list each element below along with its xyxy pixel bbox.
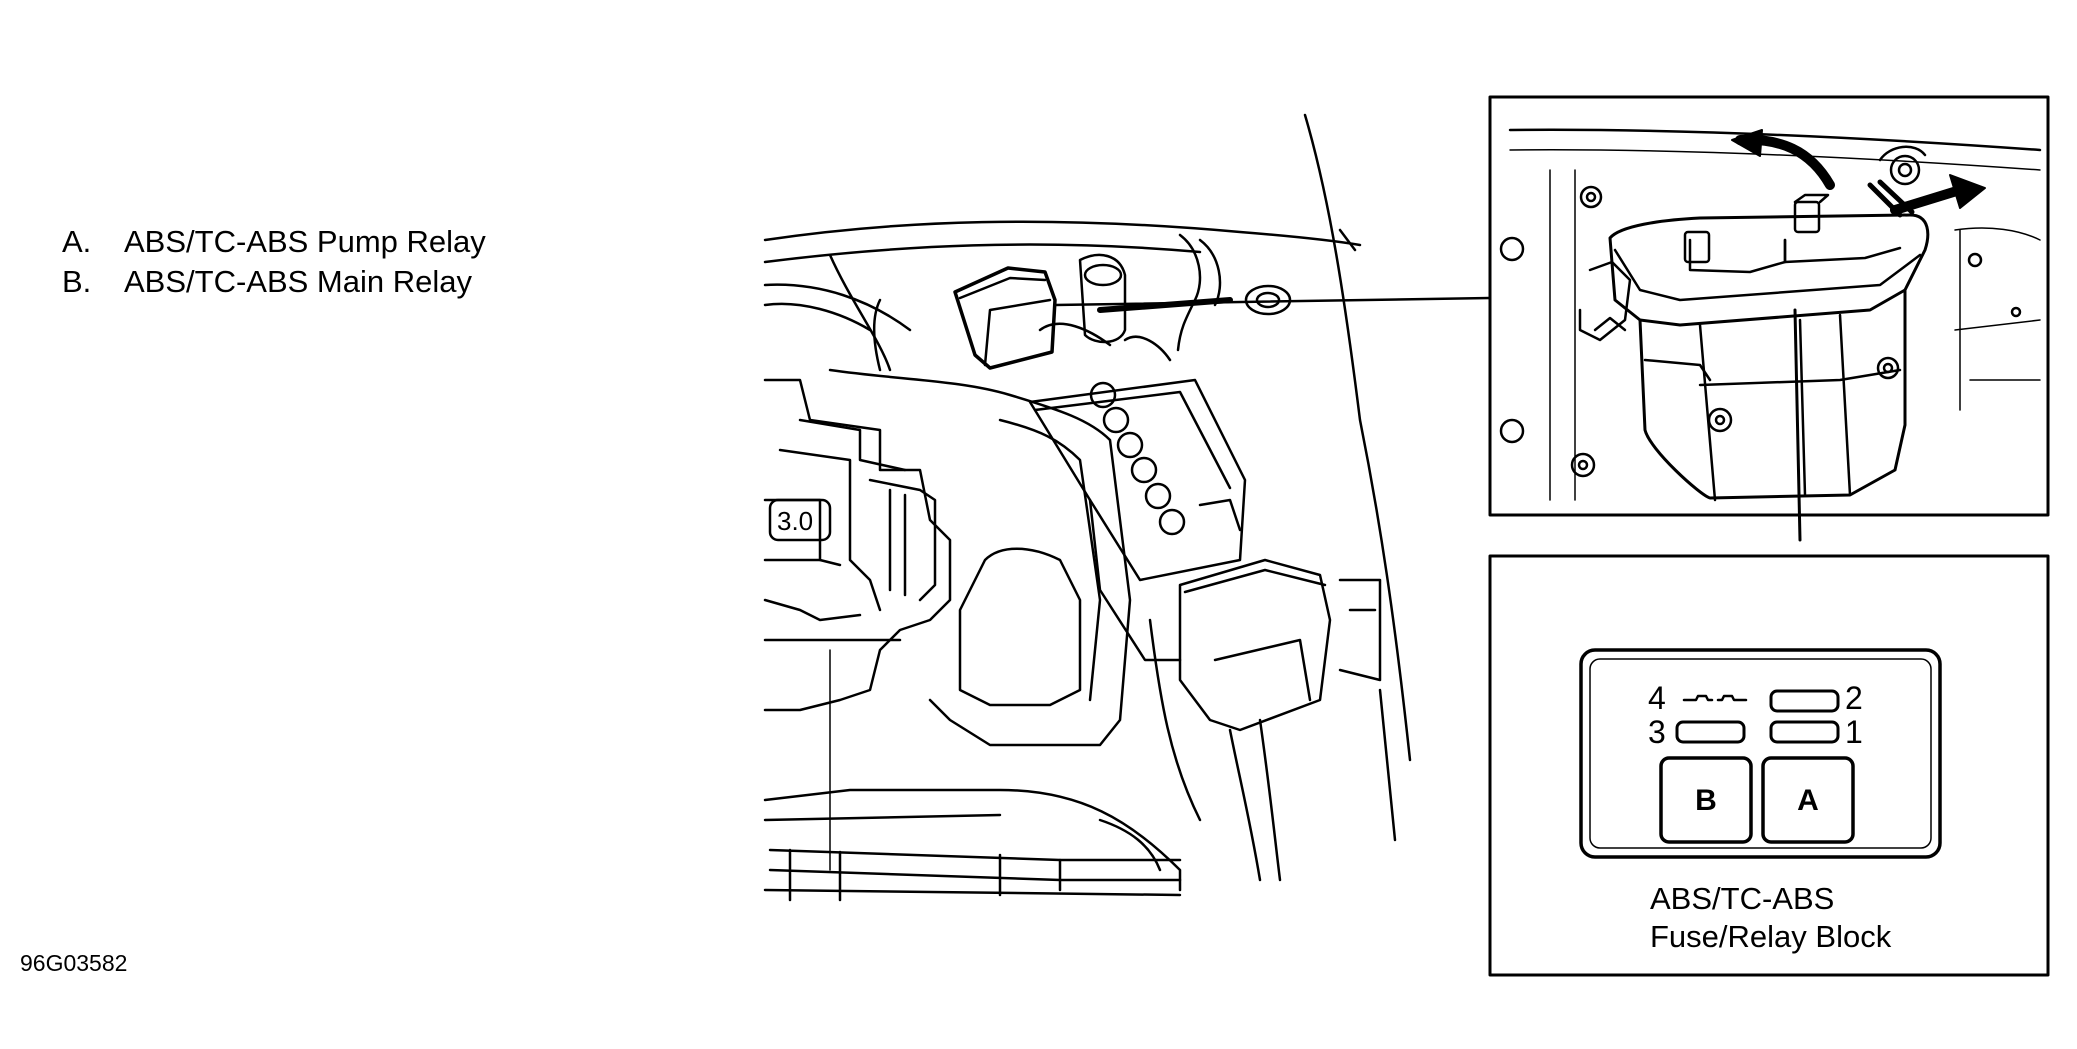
fuse-slot-1 <box>1769 720 1840 744</box>
leader-line <box>1053 296 1492 307</box>
fuse-block-caption: ABS/TC-ABS Fuse/Relay Block <box>1650 880 1891 956</box>
legend-text: ABS/TC-ABS Pump Relay <box>124 224 486 259</box>
legend-text: ABS/TC-ABS Main Relay <box>124 264 472 299</box>
fuse-slot-2 <box>1769 689 1840 713</box>
relay-b-label: B <box>1695 784 1717 817</box>
fuse-number-2: 2 <box>1845 680 1863 716</box>
fuse-number-4: 4 <box>1648 680 1666 716</box>
relay-a-label: A <box>1797 784 1819 817</box>
relay-b-box <box>1659 756 1753 844</box>
figure-id: 96G03582 <box>20 950 128 976</box>
engine-bay-overview: 3.0 <box>763 113 1412 902</box>
engine-badge: 3.0 <box>777 506 813 536</box>
relay-a-box <box>1761 756 1855 844</box>
legend-item-b: B. ABS/TC-ABS Main Relay <box>62 262 486 302</box>
fuse-block-outline <box>1579 648 1942 859</box>
fuse-slot-4 <box>1682 694 1748 702</box>
caption-line-1: ABS/TC-ABS <box>1650 881 1835 916</box>
fuse-number-1: 1 <box>1845 714 1863 750</box>
legend-letter: A. <box>62 224 92 259</box>
fuse-number-3: 3 <box>1648 714 1666 750</box>
fuse-slot-3 <box>1675 720 1746 744</box>
legend-item-a: A. ABS/TC-ABS Pump Relay <box>62 222 486 262</box>
caption-line-2: Fuse/Relay Block <box>1650 919 1892 954</box>
fuse-layout-detail-view: B A <box>1488 554 2050 977</box>
relay-legend: A. ABS/TC-ABS Pump Relay B. ABS/TC-ABS M… <box>62 222 486 302</box>
legend-letter: B. <box>62 264 92 299</box>
fuse-block-detail-view <box>1488 95 2050 542</box>
